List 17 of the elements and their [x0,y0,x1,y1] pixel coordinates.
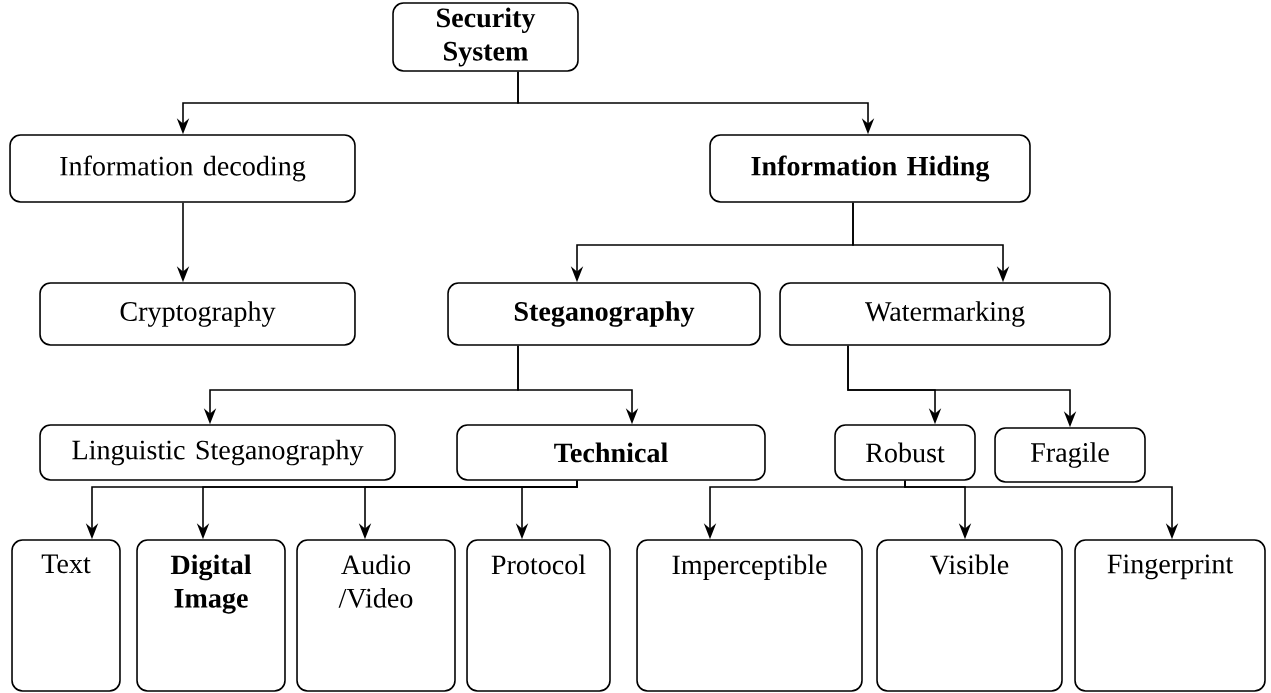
box: Information Hiding [709,134,1031,203]
box: Imperceptible [636,539,863,692]
box: Protocol [466,539,611,692]
box: Visible [876,539,1063,692]
box: Cryptography [39,282,356,346]
box: Linguistic Steganography [39,424,396,481]
box: Steganography [447,282,761,346]
box: Security System [392,2,579,72]
box: Technical [456,424,766,481]
box: Audio /Video [296,539,456,692]
box: Digital Image [136,539,286,692]
box: Text [11,539,121,692]
box: Watermarking [779,282,1111,346]
box: Robust [834,424,976,481]
box: Fingerprint [1074,539,1266,692]
box: Information decoding [9,134,356,203]
box: Fragile [994,427,1146,483]
